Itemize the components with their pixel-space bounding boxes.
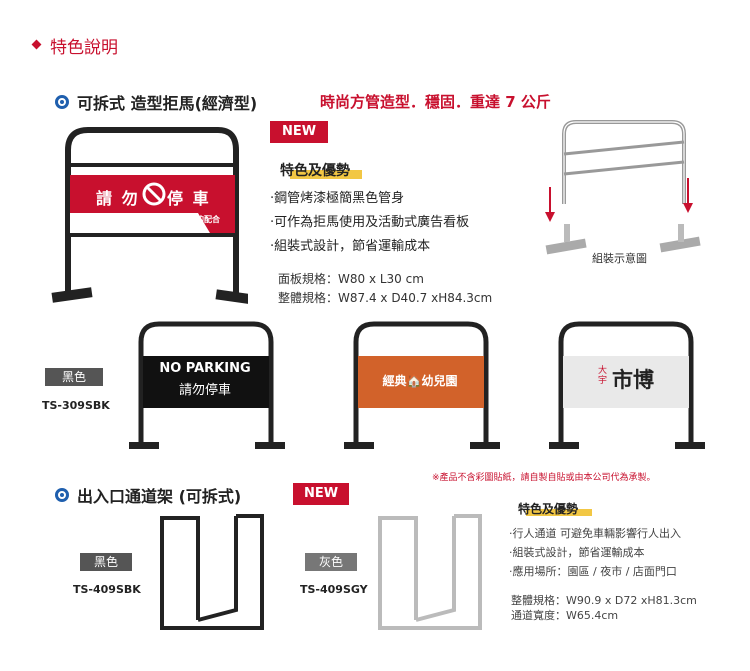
section2-features-title-text: 特色及優勢 bbox=[518, 502, 579, 516]
section2-feature-3: ‧應用場所：園區 / 夜市 / 店面門口 bbox=[509, 565, 677, 578]
product-note: ※產品不含彩圖貼紙，請自製自貼或由本公司代為承製。 bbox=[432, 473, 656, 483]
section2-feature-2: ‧組裝式設計，節省運輸成本 bbox=[509, 546, 645, 559]
variant-white-text: 市博 bbox=[612, 367, 654, 392]
section1-ring-icon bbox=[55, 95, 69, 109]
section2-features-title: 特色及優勢 bbox=[518, 500, 593, 517]
main-barrier-image bbox=[51, 127, 248, 305]
section2-ring-icon bbox=[55, 488, 69, 502]
new-badge-2: NEW bbox=[293, 483, 349, 505]
main-sign-text-left: 請 勿 bbox=[96, 189, 140, 208]
variant-white-barrier bbox=[549, 321, 705, 449]
gate-gray-image bbox=[378, 514, 482, 630]
section1-spec-panel: 面板規格：W80 x L30 cm bbox=[278, 272, 424, 286]
section1-spec-overall: 整體規格：W87.4 x D40.7 xH84.3cm bbox=[278, 291, 493, 305]
section1-feature-1: ‧鋼管烤漆極簡黑色管身 bbox=[270, 191, 405, 206]
gate-black-image bbox=[160, 514, 264, 630]
section1-features-title: 特色及優勢 bbox=[280, 160, 362, 180]
variant-black-line2: 請勿停車 bbox=[178, 383, 231, 398]
section2-spec-overall: 整體規格：W90.9 x D72 xH81.3cm bbox=[511, 594, 697, 607]
model-ts-409sgy: TS-409SGY bbox=[300, 583, 368, 596]
variant-black-barrier bbox=[129, 321, 285, 449]
assembly-diagram bbox=[545, 120, 701, 255]
header-diamond-icon bbox=[31, 39, 42, 50]
variant-white-small: 大宇 bbox=[598, 366, 608, 386]
section1-feature-3: ‧組裝式設計，節省運輸成本 bbox=[270, 239, 431, 254]
variant-orange-barrier bbox=[344, 321, 500, 449]
section1-features-title-text: 特色及優勢 bbox=[280, 163, 350, 179]
section1-feature-2: ‧可作為拒馬使用及活動式廣告看板 bbox=[270, 215, 470, 230]
new-badge: NEW bbox=[270, 121, 328, 143]
variant-orange-text: 經典🏠幼兒園 bbox=[382, 374, 458, 388]
section2-title: 出入口通道架 (可拆式) bbox=[77, 487, 242, 506]
section2-feature-1: ‧行人通道 可避免車輛影響行人出入 bbox=[509, 527, 681, 540]
section1-slogan: 時尚方管造型．穩固．重達 7 公斤 bbox=[320, 93, 551, 111]
model-ts-309sbk: TS-309SBK bbox=[42, 399, 110, 412]
assembly-label: 組裝示意圖 bbox=[592, 252, 647, 265]
section2-spec-width: 通道寬度：W65.4cm bbox=[511, 609, 619, 622]
color-chip-black-2: 黑色 bbox=[80, 553, 132, 571]
color-chip-gray: 灰色 bbox=[305, 553, 357, 571]
main-sign-subtext: 謝謝您的配合 bbox=[172, 215, 220, 224]
color-chip-black: 黑色 bbox=[45, 368, 103, 386]
variant-black-line1: NO PARKING bbox=[159, 361, 251, 376]
page-title: 特色說明 bbox=[50, 38, 118, 58]
main-sign-text-right: 停 車 bbox=[167, 189, 211, 208]
section1-title: 可拆式 造型拒馬(經濟型) bbox=[77, 94, 258, 113]
model-ts-409sbk: TS-409SBK bbox=[73, 583, 141, 596]
